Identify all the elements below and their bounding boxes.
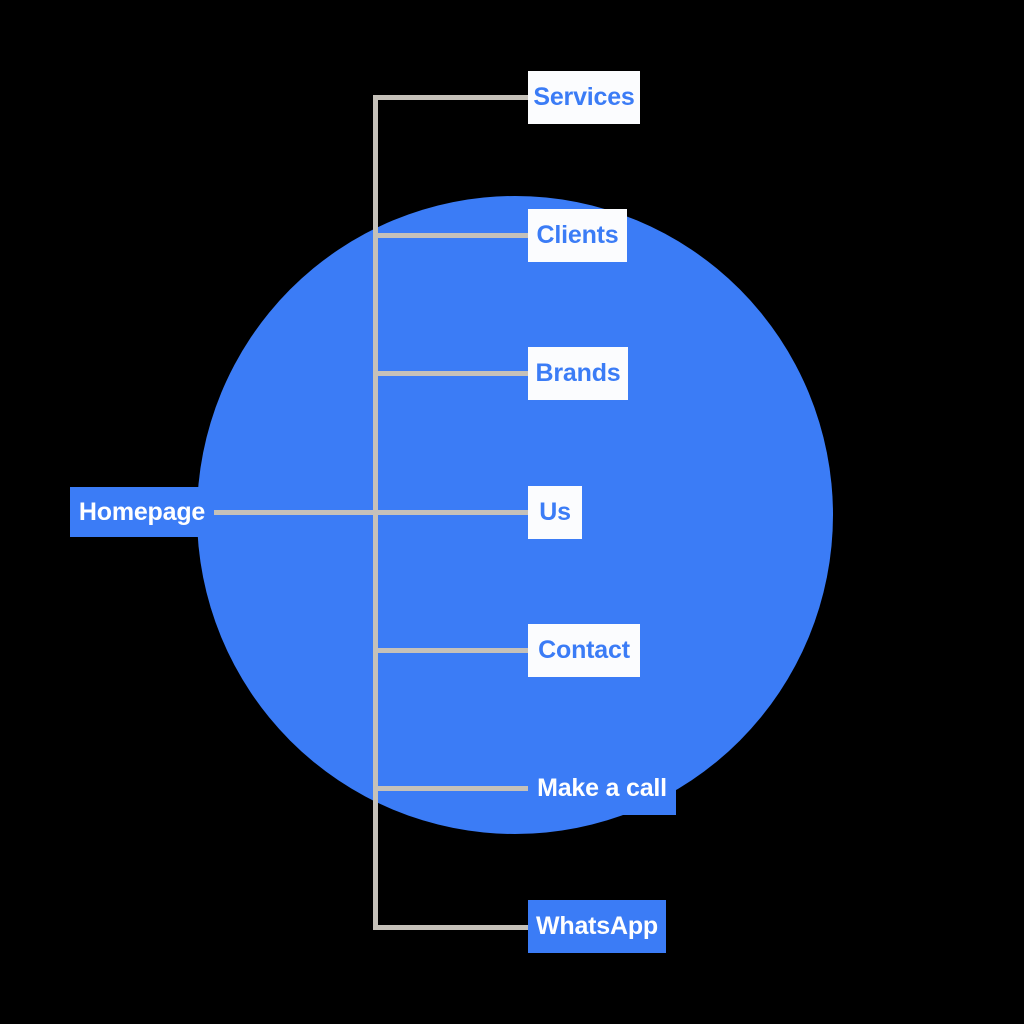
blue-circle-backdrop: [197, 196, 833, 834]
connector-services: [373, 95, 531, 100]
node-clients[interactable]: Clients: [528, 209, 627, 262]
node-whatsapp[interactable]: WhatsApp: [528, 900, 666, 953]
connector-whatsapp: [373, 925, 531, 930]
connector-us: [373, 510, 531, 515]
node-brands[interactable]: Brands: [528, 347, 628, 400]
node-services[interactable]: Services: [528, 71, 640, 124]
node-homepage[interactable]: Homepage: [70, 487, 214, 537]
connector-brands: [373, 371, 531, 376]
node-contact[interactable]: Contact: [528, 624, 640, 677]
connector-clients: [373, 233, 531, 238]
connector-contact: [373, 648, 531, 653]
connector-make-a-call: [373, 786, 531, 791]
node-make-a-call[interactable]: Make a call: [528, 762, 676, 815]
connector-homepage: [210, 510, 378, 515]
node-us[interactable]: Us: [528, 486, 582, 539]
